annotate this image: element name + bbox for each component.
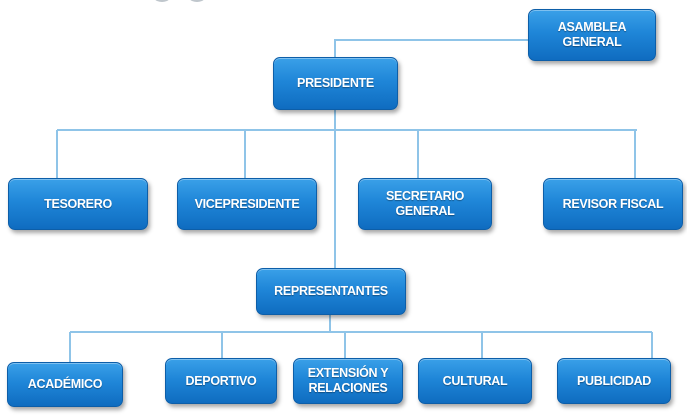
- decorative-shape: [150, 0, 174, 2]
- node-label: REVISOR FISCAL: [562, 196, 664, 211]
- node-label: ASAMBLEA GENERAL: [557, 20, 627, 49]
- node-label: PUBLICIDAD: [576, 373, 652, 388]
- node-label: SECRETARIO GENERAL: [385, 189, 465, 218]
- node-vicepresidente: VICEPRESIDENTE: [177, 178, 317, 230]
- node-publicidad: PUBLICIDAD: [557, 358, 671, 404]
- node-label: TESORERO: [44, 196, 112, 211]
- node-academico: ACADÉMICO: [7, 362, 123, 407]
- node-asamblea-general: ASAMBLEA GENERAL: [528, 9, 656, 61]
- node-label: DEPORTIVO: [185, 373, 257, 388]
- node-label: VICEPRESIDENTE: [194, 196, 300, 211]
- node-extension-relaciones: EXTENSIÓN Y RELACIONES: [293, 358, 403, 404]
- node-label: REPRESENTANTES: [274, 284, 388, 298]
- node-deportivo: DEPORTIVO: [165, 358, 277, 404]
- node-presidente: PRESIDENTE: [273, 57, 398, 110]
- node-representantes: REPRESENTANTES: [256, 268, 406, 315]
- node-label: PRESIDENTE: [297, 76, 374, 90]
- node-label: CULTURAL: [442, 373, 508, 388]
- node-secretario-general: SECRETARIO GENERAL: [358, 178, 492, 230]
- connector-asamblea-presidente: [334, 39, 528, 57]
- node-cultural: CULTURAL: [418, 358, 532, 404]
- node-tesorero: TESORERO: [8, 178, 148, 230]
- node-revisor-fiscal: REVISOR FISCAL: [543, 178, 683, 230]
- decorative-shape: [185, 0, 209, 2]
- node-label: EXTENSIÓN Y RELACIONES: [307, 366, 389, 395]
- node-label: ACADÉMICO: [27, 377, 103, 391]
